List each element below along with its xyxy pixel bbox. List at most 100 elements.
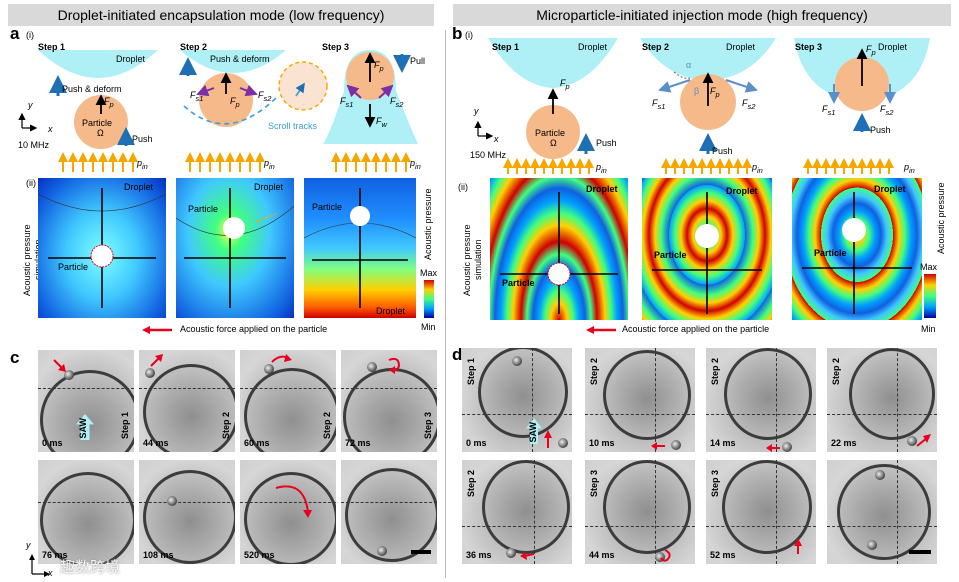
a-scroll-label: Scroll tracks xyxy=(268,121,318,131)
b-beta: β xyxy=(694,86,700,96)
panel-b-schematic xyxy=(474,38,930,174)
a-axis-x: x xyxy=(48,124,53,134)
b-sim-map-1: Droplet Particle xyxy=(490,178,628,320)
b-push-1: Push xyxy=(596,138,617,148)
c-frame-76ms: 76 ms xyxy=(38,460,134,564)
a-sim2-particle: Particle xyxy=(188,204,219,214)
a-push-label: Push xyxy=(132,134,153,144)
a-fs2-2: Fs2 xyxy=(258,90,272,103)
b-fp-3: Fp xyxy=(866,44,876,57)
panel-a-schematic xyxy=(18,50,418,172)
d-scale-bar xyxy=(909,550,931,554)
d-saw-arrow xyxy=(526,418,542,444)
b-colorbar-max: Max xyxy=(920,262,938,272)
b-sim-map-2: Droplet Particle xyxy=(642,178,772,320)
d-frame-14ms: Step 2 14 ms xyxy=(706,348,816,452)
b-axis-x: x xyxy=(494,134,499,144)
c-axis-y: y xyxy=(26,540,31,550)
a-step1-label: Step 1 xyxy=(38,42,66,52)
a-fs1-3: Fs1 xyxy=(340,96,354,109)
a-step3-label: Step 3 xyxy=(322,42,350,52)
a-sim3-droplet: Droplet xyxy=(376,306,406,316)
a-fp-3: Fp xyxy=(374,60,384,73)
watermark: 趣数跨境 xyxy=(60,559,121,576)
b-droplet-2: Droplet xyxy=(726,42,756,52)
a-omega-label: Ω xyxy=(97,128,104,138)
a-sim3-particle: Particle xyxy=(312,202,343,212)
d-frame-44ms: Step 3 44 ms xyxy=(585,460,695,564)
a-legend-arrow xyxy=(142,326,172,334)
b-alpha: α xyxy=(686,60,692,70)
a-sim1-particle: Particle xyxy=(58,262,89,272)
b-sim3-particle: Particle xyxy=(814,248,847,258)
b-step1-label: Step 1 xyxy=(492,42,520,52)
b-fp-2: Fp xyxy=(710,86,720,99)
droplet-shape xyxy=(38,50,158,78)
b-sim2-droplet: Droplet xyxy=(726,186,758,196)
b-step3-label: Step 3 xyxy=(795,42,823,52)
b-droplet-3: Droplet xyxy=(878,42,908,52)
b-pin-2: pin xyxy=(752,162,763,175)
particle-shape xyxy=(74,95,128,149)
b-step2-label: Step 2 xyxy=(642,42,670,52)
right-panel-title: Microparticle-initiated injection mode (… xyxy=(453,4,951,26)
b-colorbar xyxy=(924,274,936,318)
d-frame-36ms: Step 2 36 ms xyxy=(462,460,572,564)
c-axis-x: x xyxy=(48,568,53,578)
b-particle-label: Particle xyxy=(535,128,566,138)
b-fs1-3: Fs1 xyxy=(822,104,836,117)
a-fs1-2: Fs1 xyxy=(190,90,204,103)
a-pin-3: pin xyxy=(410,158,421,171)
a-pull-label: Pull xyxy=(410,56,426,66)
a-sim2-droplet: Droplet xyxy=(254,182,284,192)
b-sim-map-3: Droplet Particle xyxy=(792,178,922,320)
c-scale-bar xyxy=(411,550,431,554)
b-legend-text: Acoustic force applied on the particle xyxy=(622,324,770,334)
b-push-3: Push xyxy=(870,125,891,135)
d-frame-52ms: Step 3 52 ms xyxy=(706,460,816,564)
a-colorbar-max: Max xyxy=(420,268,438,278)
c-frame-60ms: Step 2 60 ms xyxy=(240,350,336,452)
b-fs2-3: Fs2 xyxy=(880,104,894,117)
c-frame-0ms: SAW Step 1 0 ms xyxy=(38,350,134,452)
b-fs2-2: Fs2 xyxy=(742,98,756,111)
panel-divider xyxy=(445,30,446,578)
b-fs1-2: Fs1 xyxy=(652,98,666,111)
c-frame-44ms: Step 2 44 ms xyxy=(139,350,235,452)
d-frame-10ms: Step 2 10 ms xyxy=(585,348,695,452)
panel-a-sub-ii: (ii) xyxy=(26,178,36,188)
a-sim1-droplet: Droplet xyxy=(124,182,154,192)
c-frame-520ms: 520 ms xyxy=(240,460,336,564)
b-pin-3: pin xyxy=(904,162,915,175)
a-push-deform-2: Push & deform xyxy=(210,54,270,64)
c-frame-72ms: Step 3 72 ms xyxy=(341,350,437,452)
a-pin-1: pin xyxy=(137,158,148,171)
a-colorbar-min: Min xyxy=(421,322,436,332)
a-colorbar xyxy=(424,280,434,318)
a-sim-map-2: Droplet Particle xyxy=(176,178,294,318)
a-fp-1: Fp xyxy=(104,96,114,109)
b-pin-1: pin xyxy=(596,162,607,175)
panel-label-a: a xyxy=(10,24,20,43)
a-colorbar-label: Acoustic pressure xyxy=(423,188,433,260)
a-particle-label: Particle xyxy=(82,118,113,128)
a-legend-text: Acoustic force applied on the particle xyxy=(180,324,328,334)
a-axis-y: y xyxy=(28,100,33,110)
a-fs2-3: Fs2 xyxy=(390,96,404,109)
panel-label-b: b xyxy=(452,24,463,43)
b-frequency: 150 MHz xyxy=(470,150,507,160)
d-frame-0ms: SAW Step 1 0 ms xyxy=(462,348,572,452)
b-axis-y: y xyxy=(474,106,479,116)
b-sim1-droplet: Droplet xyxy=(586,184,618,194)
panel-b-sub-i: (i) xyxy=(465,30,473,40)
b-legend-arrow xyxy=(586,326,616,334)
b-sim2-particle: Particle xyxy=(654,250,687,260)
a-frequency: 10 MHz xyxy=(18,140,50,150)
a-droplet-label: Droplet xyxy=(116,54,146,64)
panel-b-sub-ii: (ii) xyxy=(458,182,468,192)
a-sim-map-3: Particle Droplet xyxy=(304,178,416,318)
b-fp-1: Fp xyxy=(560,78,570,91)
c-saw-arrow xyxy=(76,414,94,440)
a-push-deform-1: Push & deform xyxy=(62,84,122,94)
